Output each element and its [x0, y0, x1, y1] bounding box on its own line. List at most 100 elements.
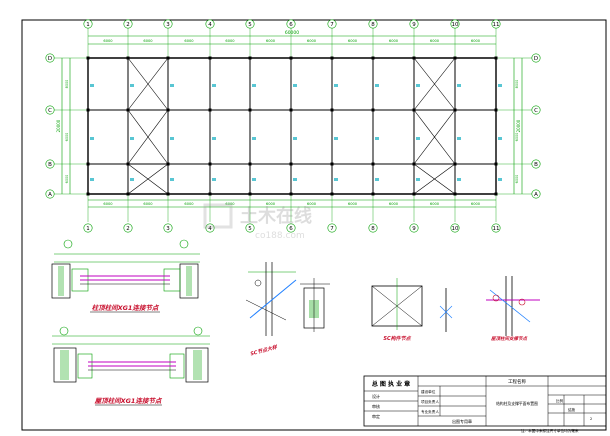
title-block: 总 图 执 业 章 设计 审核 审定 建设单位 项目负责人 专业负责人 出图专用… [363, 375, 607, 427]
overall-dimension-top: 60000 [285, 30, 299, 36]
axis-bubble-bottom-1-label: 1 [86, 226, 90, 232]
axis-bubble-right-D: D [531, 53, 541, 63]
detail-2: 屋顶柱间XG1连接节点 [52, 326, 210, 406]
title-block-company: 总 图 执 业 章 [372, 380, 410, 388]
column-node [248, 108, 252, 112]
column-node [453, 162, 457, 166]
axis-bubble-top-8: 8 [368, 19, 378, 29]
column-node [494, 162, 498, 166]
column-tag [293, 178, 297, 181]
column-tag [170, 137, 174, 140]
axis-bubble-top-2: 2 [123, 19, 133, 29]
bottom-bay-dimension: 6000 [225, 202, 235, 206]
column-tag [416, 84, 420, 87]
footer-note: 注：本图中未标注尺寸单位均为毫米 [521, 428, 579, 433]
column-node [453, 192, 457, 196]
column-node [86, 56, 90, 60]
axis-bubble-top-5-label: 5 [248, 22, 252, 28]
axis-bubble-bottom-6-label: 6 [289, 226, 293, 232]
column-node [126, 56, 130, 60]
bracing-bay-left [127, 57, 169, 195]
column-tag [498, 178, 502, 181]
column-node [248, 192, 252, 196]
axis-bubble-bottom-10-label: 10 [452, 226, 459, 232]
bottom-bay-dimension: 6000 [103, 202, 113, 206]
column-node [453, 108, 457, 112]
axis-bubble-left-B-label: B [48, 162, 52, 168]
axis-bubble-top-8-label: 8 [371, 22, 375, 28]
top-bay-dimension: 6000 [266, 39, 276, 43]
top-bay-dimension: 6000 [348, 39, 358, 43]
column-tag [170, 178, 174, 181]
axis-bubble-top-1-label: 1 [86, 22, 90, 28]
column-node [208, 162, 212, 166]
column-node [166, 162, 170, 166]
column-node [412, 192, 416, 196]
axis-bubble-bottom-9-label: 9 [412, 226, 416, 232]
axis-bubble-right-B: B [531, 159, 541, 169]
detail-4b [439, 288, 453, 332]
right-row-dimension: 6000 [515, 133, 519, 142]
column-tag [170, 84, 174, 87]
axis-bubble-top-4: 4 [205, 19, 215, 29]
column-node [371, 192, 375, 196]
column-tag [293, 84, 297, 87]
column-node [248, 162, 252, 166]
axis-bubble-top-11: 11 [491, 19, 501, 29]
axis-bubble-top-1: 1 [83, 19, 93, 29]
bracing-bay-right [413, 57, 456, 195]
axis-bubble-bottom-10: 10 [450, 223, 460, 233]
column-node [330, 192, 334, 196]
column-tag [252, 178, 256, 181]
column-node [248, 56, 252, 60]
left-overall-dimension: 20000 [56, 119, 61, 132]
title-block-approve: 审定 [372, 413, 380, 419]
column-node [208, 56, 212, 60]
top-dimension-lines: 60000 [88, 30, 496, 45]
column-node [330, 108, 334, 112]
column-node [371, 108, 375, 112]
axis-bubble-top-7-label: 7 [330, 22, 334, 28]
top-bay-dimension: 6000 [430, 39, 440, 43]
right-row-dimension: 8000 [515, 80, 519, 89]
title-block-project-leader: 项目负责人 [421, 399, 439, 404]
column-node [208, 192, 212, 196]
column-node [86, 162, 90, 166]
structural-grid [54, 28, 532, 222]
column-tag [498, 84, 502, 87]
axis-bubble-right-A: A [531, 189, 541, 199]
title-block-drawing-name: 结构柱及支撑平面布置图 [496, 401, 538, 406]
axis-bubble-top-10: 10 [450, 19, 460, 29]
top-bay-dimension: 6000 [471, 39, 481, 43]
axis-bubble-right-C-label: C [534, 108, 538, 114]
top-bay-dimension: 6000 [184, 39, 194, 43]
axis-bubble-top-9: 9 [409, 19, 419, 29]
column-markers [86, 56, 502, 196]
watermark-en: co188.com [255, 231, 305, 241]
column-node [371, 162, 375, 166]
column-node [86, 192, 90, 196]
column-tag [130, 84, 134, 87]
axis-bubble-left-C: C [45, 105, 55, 115]
detail-3: SC节点大样 [245, 262, 297, 357]
top-bay-dimension: 6000 [389, 39, 399, 43]
axis-bubble-bottom-7: 7 [327, 223, 337, 233]
watermark: 土木在线 co188.com [203, 203, 312, 241]
axis-bubble-bottom-8: 8 [368, 223, 378, 233]
sheet-border [21, 19, 607, 431]
bottom-bay-dimension: 6000 [307, 202, 317, 206]
column-tag [334, 137, 338, 140]
column-node [494, 108, 498, 112]
column-tag [90, 178, 94, 181]
title-block-seal: 出图专用章 [452, 418, 472, 424]
axis-bubble-top-9-label: 9 [412, 22, 416, 28]
axis-bubble-bottom-5: 5 [245, 223, 255, 233]
axis-bubble-top-10-label: 10 [452, 22, 459, 28]
axis-bubble-top-5: 5 [245, 19, 255, 29]
axis-bubble-bottom-4: 4 [205, 223, 215, 233]
